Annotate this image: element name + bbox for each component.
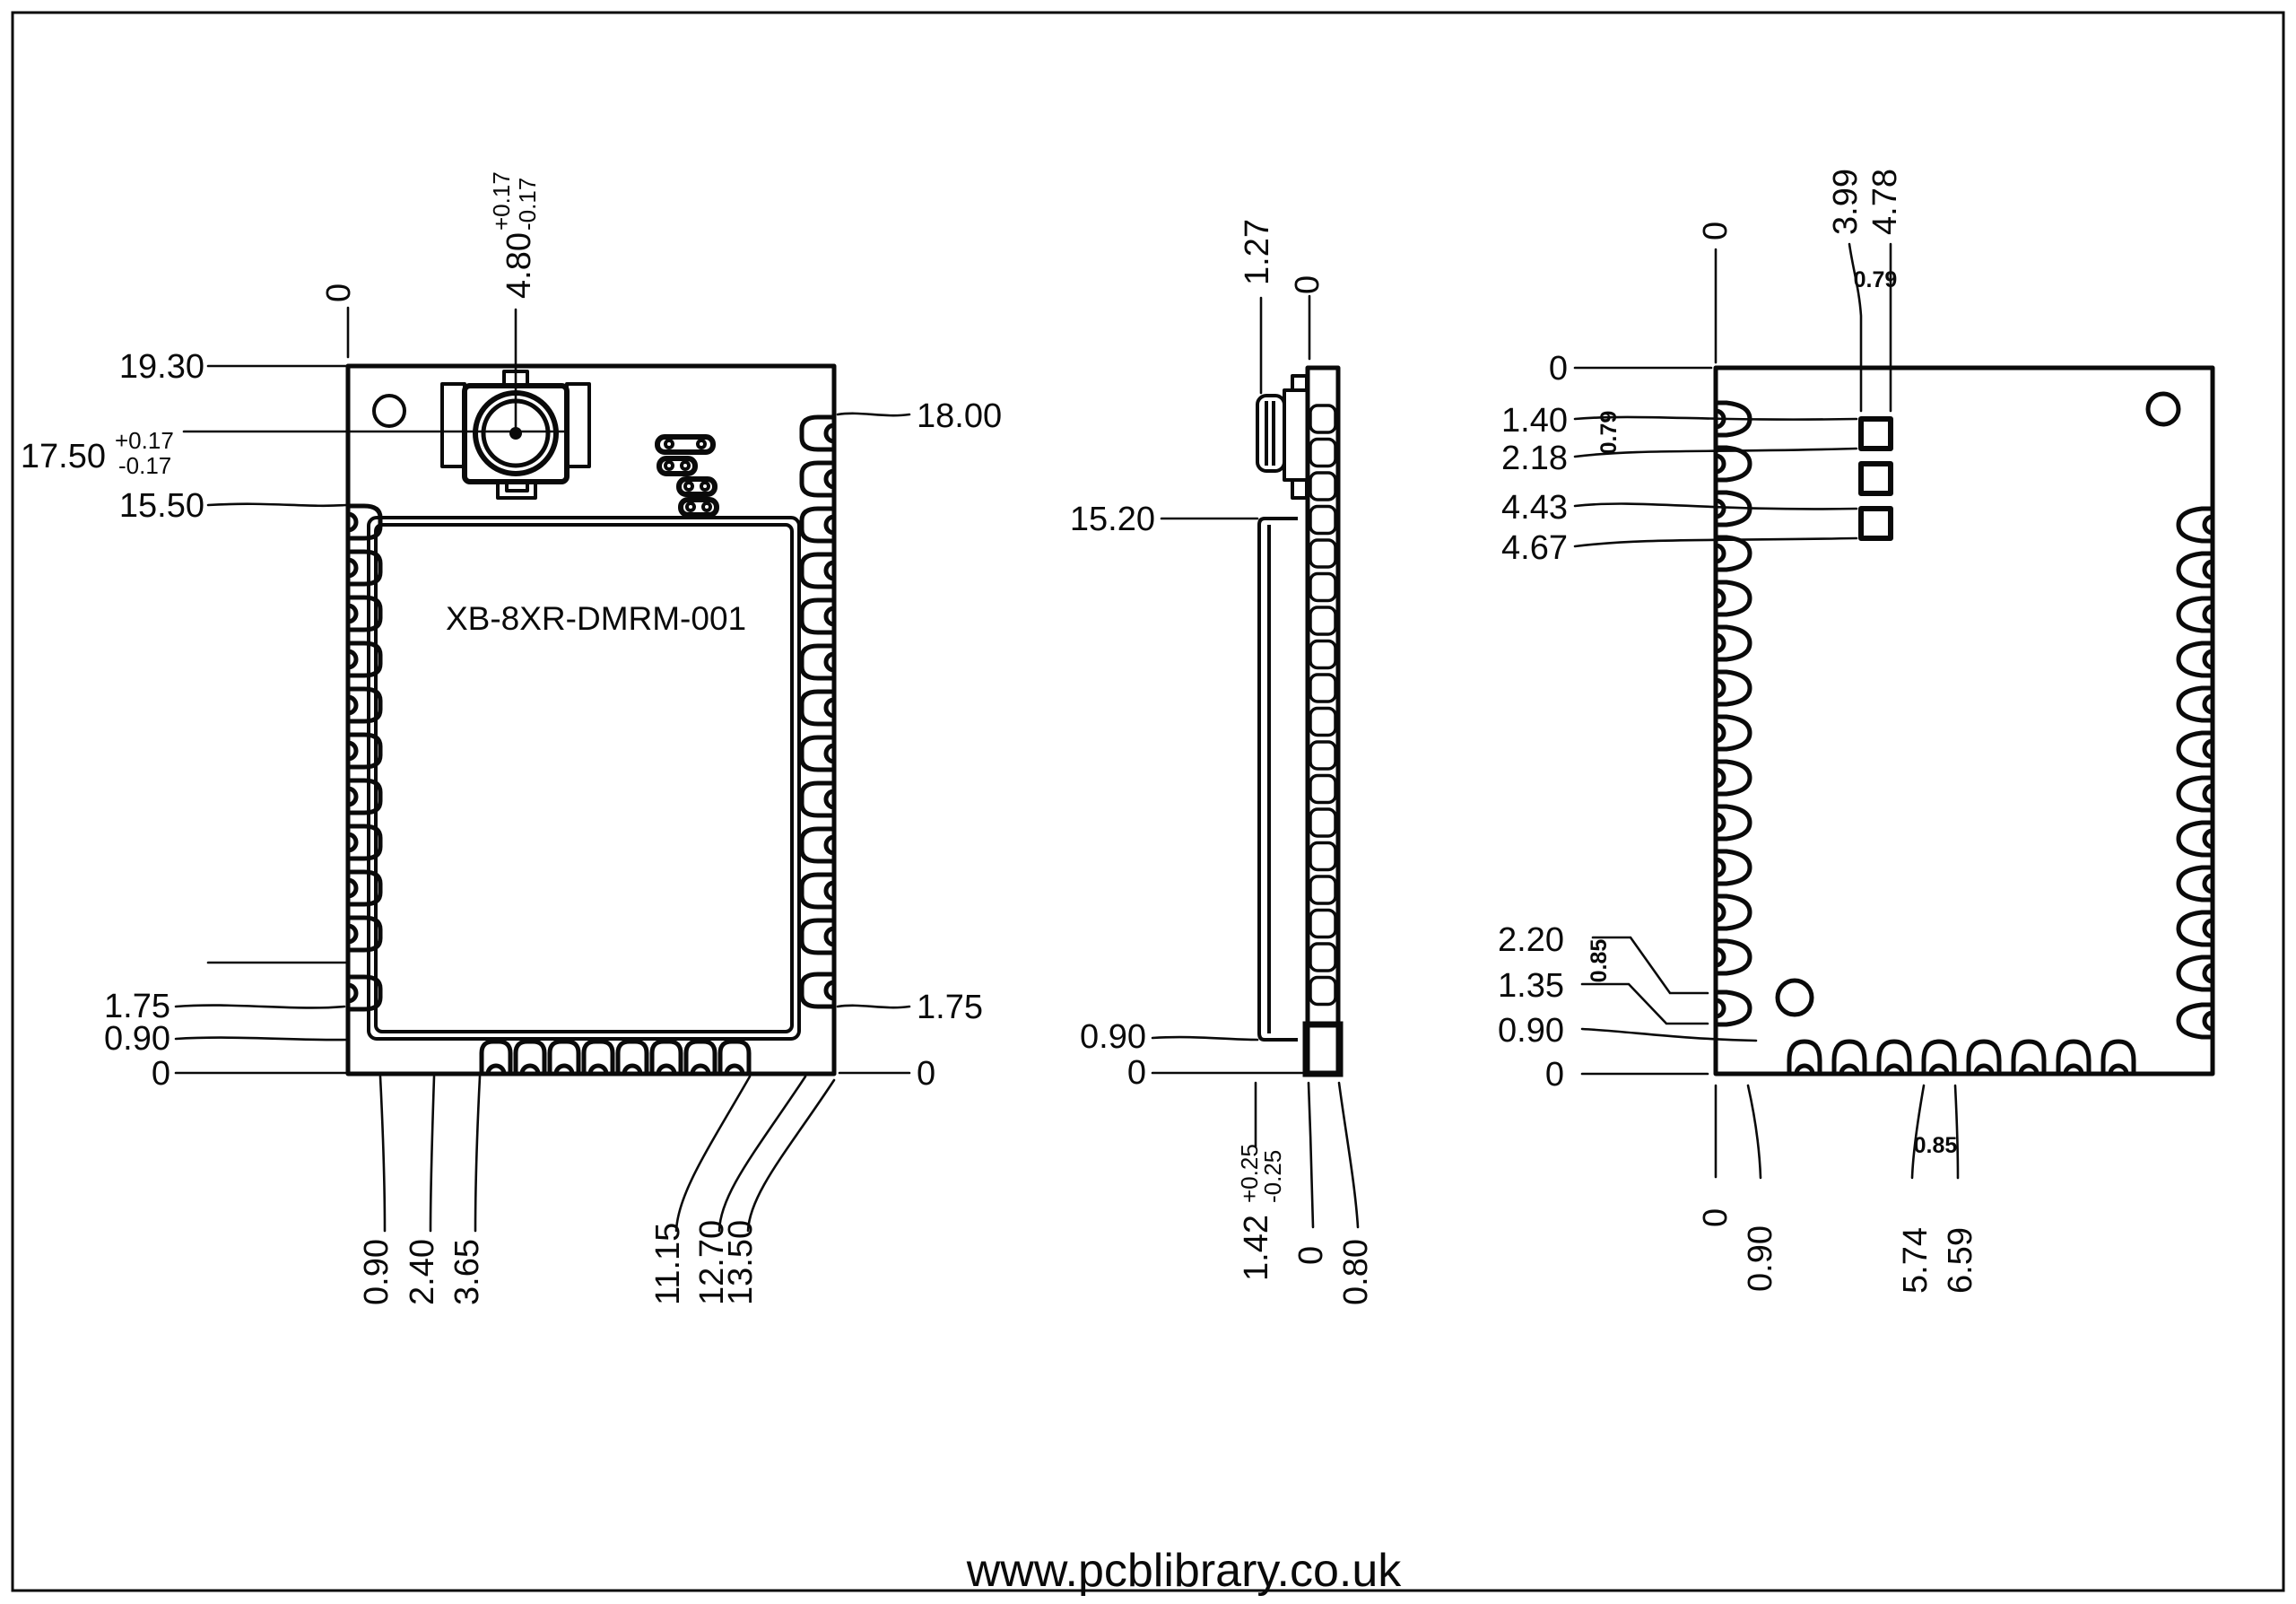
dim-sq-height: 0.79 [1596, 411, 1622, 455]
front-view: XB-8XR-DMRM-001 19.30 17.50 +0.17 -0 [21, 171, 1002, 1305]
side-ufl-connector [1256, 374, 1309, 500]
front-hole [372, 394, 406, 428]
dim-back-bot4: 6.59 [1942, 1227, 1979, 1294]
part-number: XB-8XR-DMRM-001 [446, 600, 746, 637]
dim-thickness-tol-plus: +0.25 [1236, 1144, 1263, 1203]
front-bottom-pads [482, 1042, 749, 1074]
dim-back-p2: 2.18 [1501, 440, 1568, 477]
dim-pcb-thickness: 0.80 [1337, 1239, 1375, 1305]
front-leaders [174, 306, 911, 1233]
side-view: 1.27 0 15.20 0.90 0 1.42 +0.25 -0.25 0 0… [1070, 219, 1375, 1305]
dim-back-top-datum: 0 [1697, 222, 1735, 240]
back-hole [2145, 391, 2181, 427]
dim-pcb-datum: 0 [1292, 1246, 1330, 1265]
back-bottom-pads [1789, 1042, 2134, 1074]
dim-back-c4: 0 [1545, 1056, 1564, 1094]
dim-thickness-tol-minus: -0.25 [1259, 1150, 1286, 1203]
dim-left-datum: 0 [152, 1055, 170, 1093]
dim-back-bot1: 0 [1697, 1208, 1735, 1227]
dim-ant-y-tol-minus: -0.17 [118, 452, 171, 479]
dim-back-p3: 4.43 [1501, 489, 1568, 527]
dim-right-pad-top: 18.00 [917, 397, 1002, 435]
side-bottom-pad [1302, 1021, 1344, 1077]
dim-back-p1: 1.40 [1501, 402, 1568, 440]
dim-right-datum: 0 [917, 1055, 935, 1093]
dim-left-strip: 0.90 [104, 1020, 170, 1058]
dim-ant-y-tol-plus: +0.17 [115, 427, 174, 454]
dim-side-bottom-datum: 0 [1127, 1054, 1146, 1092]
dim-corner-pad-h: 0.85 [1587, 939, 1612, 983]
dim-ant-x: 4.80 [500, 232, 538, 299]
shield-outline [367, 516, 801, 1041]
back-view: 0 0 3.99 4.78 0.79 1.40 2.18 0.79 4.43 4… [1498, 169, 2215, 1294]
dim-front-top-datum: 0 [320, 283, 358, 302]
dim-back-bot2: 0.90 [1742, 1225, 1779, 1292]
watermark: www.pcblibrary.co.uk [966, 1545, 1403, 1597]
dim-front-height: 19.30 [119, 348, 204, 386]
dim-ant-x-tol-minus: -0.17 [514, 178, 541, 231]
dim-can-top: 15.20 [1070, 501, 1155, 538]
dim-ant-y: 17.50 [21, 438, 106, 475]
dim-bx4: 11.15 [649, 1223, 687, 1305]
dim-back-p4: 4.67 [1501, 529, 1568, 567]
dim-sq-left: 3.99 [1827, 169, 1865, 235]
back-square-pads [1858, 416, 1893, 541]
dim-bx2: 2.40 [404, 1239, 441, 1305]
dim-bx1: 0.90 [358, 1239, 396, 1305]
back-right-pads [2179, 509, 2213, 1037]
front-module-outline [345, 363, 837, 1077]
dim-sq-right: 4.78 [1866, 169, 1904, 235]
dim-back-c2: 1.35 [1498, 967, 1564, 1005]
dim-can-bottom: 0.90 [1080, 1018, 1146, 1056]
dim-sq-width: 0.79 [1854, 267, 1898, 292]
back-via [1775, 978, 1814, 1017]
dim-back-bot3: 5.74 [1897, 1227, 1935, 1294]
dim-side-top-datum: 0 [1289, 275, 1326, 294]
drawing-frame [11, 11, 2285, 1592]
front-right-pads [802, 417, 834, 1007]
back-leaders [1573, 242, 1960, 1180]
dim-left-corner-pad: 1.75 [104, 988, 170, 1025]
dim-thickness: 1.42 [1238, 1215, 1275, 1281]
test-pads [655, 434, 719, 518]
dim-bx3: 3.65 [448, 1239, 486, 1305]
side-shield-can [1257, 517, 1298, 1042]
dim-back-tl-datum: 0 [1549, 350, 1568, 388]
side-leaders [1151, 294, 1360, 1229]
dim-side-pad-top: 15.50 [119, 487, 204, 525]
dim-bx6: 13.50 [722, 1220, 760, 1305]
dim-bx5: 12.70 [693, 1220, 731, 1305]
back-module-outline [1713, 365, 2215, 1077]
dim-right-corner-pad: 1.75 [917, 989, 983, 1026]
dim-back-c1: 2.20 [1498, 921, 1564, 959]
side-pad-rungs [1309, 404, 1337, 1007]
dim-arch-w: 0.85 [1914, 1133, 1958, 1158]
back-left-pads [1716, 403, 1750, 1024]
dim-can-offset: 1.27 [1239, 219, 1276, 285]
dim-back-c3: 0.90 [1498, 1012, 1564, 1050]
dim-ant-x-tol-plus: +0.17 [488, 171, 515, 231]
